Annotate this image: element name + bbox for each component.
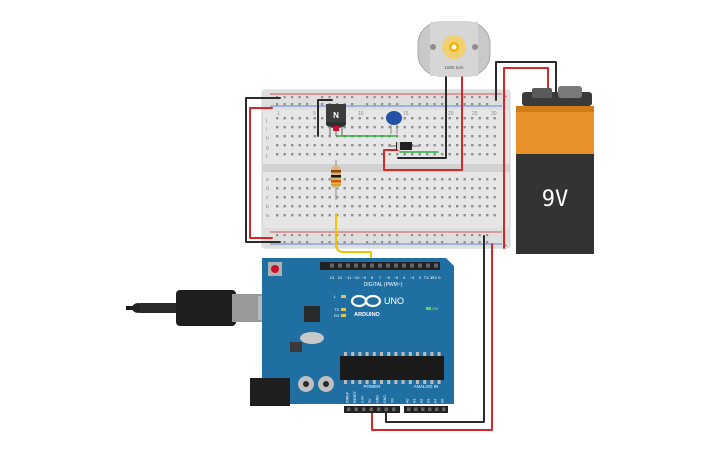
row-letter-d: d [266,186,269,192]
rx-led-label: RX [334,313,340,318]
wire-black-gnd[interactable] [385,235,485,423]
battery-label: 9V [542,187,569,212]
rail-plus-label-bottom: + [504,243,507,249]
digital-pin-label: ~3 [410,275,415,280]
digital-pin-label: 13 [330,275,335,280]
battery[interactable]: 9V [516,86,594,254]
wire-yellow-signal[interactable] [335,213,372,271]
digital-pin-label: ~9 [362,275,367,280]
digital-pin-label: ~11 [345,275,352,280]
wire-red-left-rail[interactable] [249,107,273,239]
row-letter-h: h [266,136,269,142]
digital-pin-label: ~10 [353,275,361,280]
analog-pin-label: A3 [427,399,431,403]
row-letter-g: g [266,145,269,151]
digital-pin-label: RX 0 [432,275,442,280]
col-number-5: 5 [313,111,316,117]
breadboard-holes [276,96,496,244]
row-letter-i: i [266,127,267,133]
power-pin-label: 5V [368,398,372,403]
transistor-label: N [333,111,339,120]
arduino-brand: ARDUINO [354,312,380,318]
wire-red-battery[interactable] [503,67,549,249]
wire-black-left-rail[interactable] [245,97,281,243]
power-pin-label: RESET [353,390,357,403]
power-pin-label: GND [383,395,387,403]
digital-header-label: DIGITAL (PWM~) [364,282,403,288]
power-header-pins [347,407,396,411]
digital-header-pins [330,263,438,268]
power-pin-label: IOREF [346,391,350,403]
row-letter-a: a [266,213,269,219]
on-led [426,307,431,310]
digital-pin-label: ~5 [394,275,399,280]
on-led-label: ON [432,306,438,311]
wire-black-transistor[interactable] [317,99,333,137]
rail-plus-label: + [504,94,507,100]
digital-pin-label: 7 [379,275,382,280]
reset-button[interactable] [271,265,279,273]
digital-pin-label: TX 1 [424,275,433,280]
arduino-logo-icon [350,294,382,308]
power-jack[interactable] [250,378,290,406]
analog-pin-label: A5 [441,399,445,403]
motor-speed-label: 1500 rpm [444,65,463,70]
digital-pin-label: ~6 [386,275,391,280]
analog-header-pins [407,407,446,411]
digital-pin-label: 12 [338,275,343,280]
row-letter-j: j [265,118,267,124]
analog-pin-label: A4 [434,399,438,403]
dc-motor[interactable]: 1500 rpm [417,21,491,77]
wire-black-motor[interactable] [397,73,447,159]
col-number-10: 10 [358,111,364,117]
digital-pin-label: 8 [371,275,374,280]
wire-red-5v[interactable] [371,243,493,431]
power-pin-label: GND [376,395,380,403]
col-number-30: 30 [491,111,497,117]
power-pin-label: Vin [391,398,395,403]
arduino-model: UNO [384,296,404,306]
row-letter-e: e [266,177,269,183]
resistor[interactable] [331,160,341,200]
power-pin-label: 3.3V [361,395,365,403]
analog-pin-label: A0 [406,399,410,403]
diode[interactable] [388,142,420,150]
digital-pin-label: 2 [419,275,422,280]
wire-black-battery[interactable] [495,61,557,101]
wire-red-motor[interactable] [383,73,463,171]
wires [245,61,557,431]
tx-led-label: TX [334,307,339,312]
atmega-chip [340,356,444,380]
l-led-label: L [334,294,337,299]
transistor[interactable]: N [326,104,346,136]
row-letter-b: b [266,204,269,210]
col-number-20: 20 [448,111,454,117]
digital-pin-label: 4 [403,275,406,280]
col-number-15: 15 [403,111,409,117]
analog-pin-label: A1 [413,399,417,403]
analog-header-label: ANALOG IN [414,384,439,389]
usb-cable[interactable] [126,290,276,326]
col-number-25: 25 [472,111,478,117]
power-header-label: POWER [363,384,381,389]
row-letter-f: f [266,154,268,160]
col-number-1: 1 [277,111,280,117]
analog-pin-label: A2 [420,399,424,403]
row-letter-c: c [266,195,269,201]
breadboard-labels: j i h g f e d c b a 1 5 10 15 20 25 30 +… [265,94,507,249]
capacitor[interactable] [386,111,402,134]
